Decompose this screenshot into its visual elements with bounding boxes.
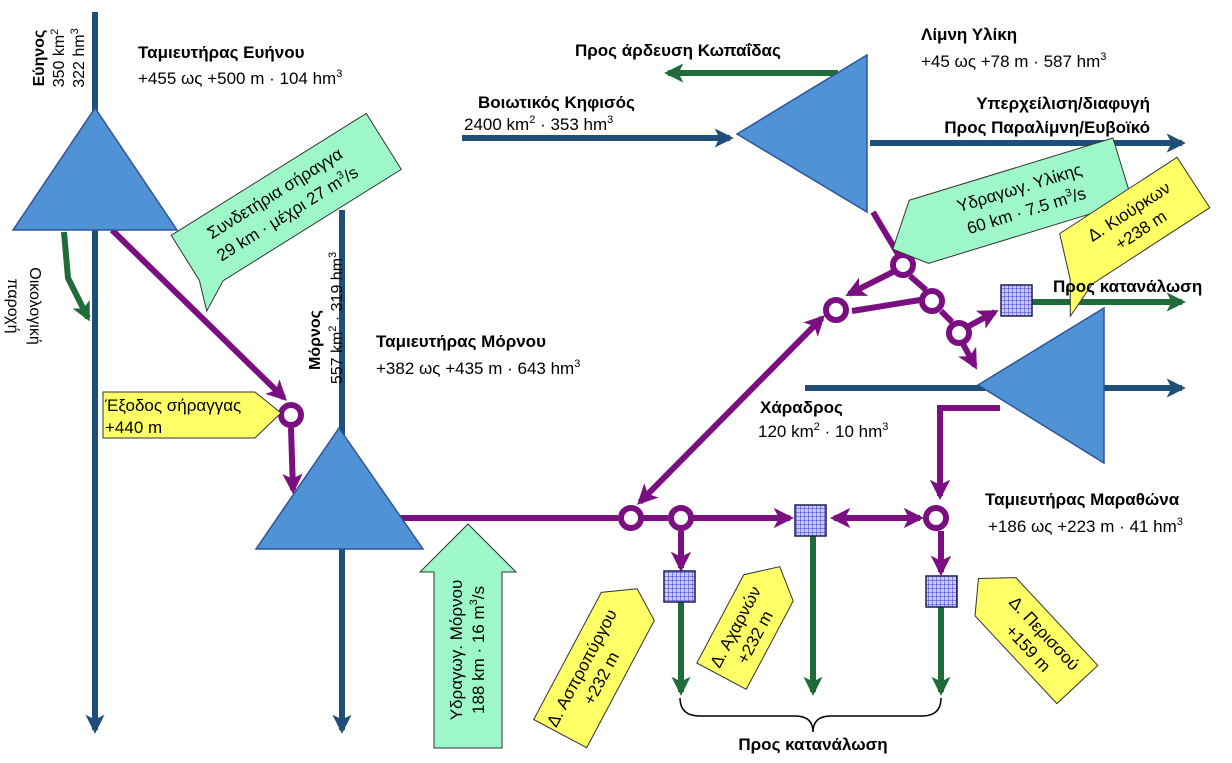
consumption-lines <box>61 63 1186 696</box>
aspropyrgos-callout: Δ. Ασπροπύργου +232 m <box>533 588 655 749</box>
tunnel-exit-line1: Έξοδος σήραγγας <box>104 396 241 415</box>
evinos-river-name: Εύηνος <box>31 30 48 87</box>
perissos-callout: Δ. Περισσού +159 m <box>974 577 1099 705</box>
eco-flow-line1: Οικολογική <box>26 267 43 345</box>
marathon-reservoir-title: Ταμιευτήρας Μαραθώνα <box>985 490 1180 509</box>
left-to-right-node <box>851 297 921 314</box>
node-diagonal-bottom <box>618 505 644 531</box>
overflow-line2: Προς Παραλίμνη/Ευβοϊκό <box>944 118 1150 137</box>
eco-flow-line2: παροχή <box>4 279 21 334</box>
supply-network <box>109 210 1000 577</box>
labels: Εύηνος 350 km2 322 hm3 Οικολογική παροχή… <box>4 25 1202 754</box>
consumption-brace <box>679 697 942 733</box>
right-node-down <box>938 308 955 325</box>
evinos-reservoir-levels: +455 ως +500 m · 104 hm3 <box>138 68 342 88</box>
diagonal-bidirectional <box>637 315 825 505</box>
marathon-outlet <box>929 405 1000 501</box>
mornos-reservoir-title: Ταμιευτήρας Μόρνου <box>376 332 546 351</box>
kifisos-stats: 2400 km2 · 353 hm3 <box>464 114 613 134</box>
acharnes-callout: Δ. Αχαρνών +232 m <box>696 566 794 690</box>
plant-kiourka-icon <box>1000 284 1033 317</box>
branch-to-left <box>845 269 895 297</box>
mornos-aqueduct-callout: Υδραγωγ. Μόρνου 188 km · 16 m3/s <box>418 523 518 749</box>
tunnel-exit-drop <box>282 427 303 495</box>
kifisos-name: Βοιωτικός Κηφισός <box>478 93 635 112</box>
tunnel-exit-callout: Έξοδος σήραγγας +440 m <box>102 391 282 439</box>
reservoirs <box>11 53 1105 550</box>
junction-nodes <box>278 252 972 531</box>
to-kiourka <box>967 309 999 329</box>
node-tunnel-exit <box>278 402 304 428</box>
kiourka-outflow-label: Προς κατανάλωση <box>1053 277 1202 296</box>
yliki-aqueduct-callout: Υδραγωγ. Υλίκης 60 km · 7.5 m3/s <box>892 137 1133 264</box>
evinos-volume: 322 hm3 <box>69 28 88 88</box>
plant-perissos-icon <box>925 575 958 608</box>
yliki-lake-levels: +45 ως +78 m · 587 hm3 <box>921 51 1106 71</box>
evinos-area: 350 km2 <box>49 29 68 88</box>
top-to-right-node <box>908 273 928 293</box>
charadros-name: Χάραδρος <box>760 398 843 417</box>
evinos-reservoir-title: Ταμιευτήρας Ευήνου <box>138 43 305 62</box>
node-upper-low <box>946 320 972 346</box>
yliki-reservoir-icon <box>735 53 868 214</box>
mornos-aqueduct-line2: 188 km · 16 m3/s <box>468 586 488 714</box>
marathon-reservoir-levels: +186 ως +223 m · 41 hm3 <box>988 516 1183 536</box>
treatment-plants <box>663 284 1033 608</box>
plant-aspropyrgos-icon <box>663 570 696 603</box>
tunnel-line <box>109 227 287 401</box>
mornos-river-name: Μόρνος <box>307 310 324 370</box>
connecting-tunnel-callout: Συνδετήρια σήραγγα 29 km · μέχρι 27 m3/s <box>170 112 402 313</box>
bottom-consumption-label: Προς κατανάλωση <box>738 735 887 754</box>
evinos-reservoir-icon <box>11 106 179 231</box>
mornos-aqueduct-line1: Υδραγωγ. Μόρνου <box>447 580 466 721</box>
node-aspropyrgos <box>668 505 694 531</box>
eco-flow-arrow <box>61 231 91 322</box>
node-upper-top <box>890 252 916 278</box>
plant-acharnes-icon <box>794 504 827 537</box>
irrigation-label: Προς άρδευση Κωπαΐδας <box>575 41 781 60</box>
tunnel-exit-line2: +440 m <box>105 418 162 437</box>
node-upper-right <box>919 288 945 314</box>
node-marathon <box>923 505 949 531</box>
yliki-lake-title: Λίμνη Υλίκη <box>921 25 1017 44</box>
node-upper-left <box>823 297 849 323</box>
charadros-stats: 120 km2 · 10 hm3 <box>758 421 888 441</box>
marathon-reservoir-icon <box>976 306 1105 465</box>
mornos-basin: 557 km2 · 319 hm3 <box>327 252 346 384</box>
to-marathon <box>958 342 978 370</box>
mornos-reservoir-icon <box>254 426 425 550</box>
overflow-line1: Υπερχείλιση/διαφυγή <box>976 94 1150 113</box>
mornos-reservoir-levels: +382 ως +435 m · 643 hm3 <box>376 358 580 378</box>
